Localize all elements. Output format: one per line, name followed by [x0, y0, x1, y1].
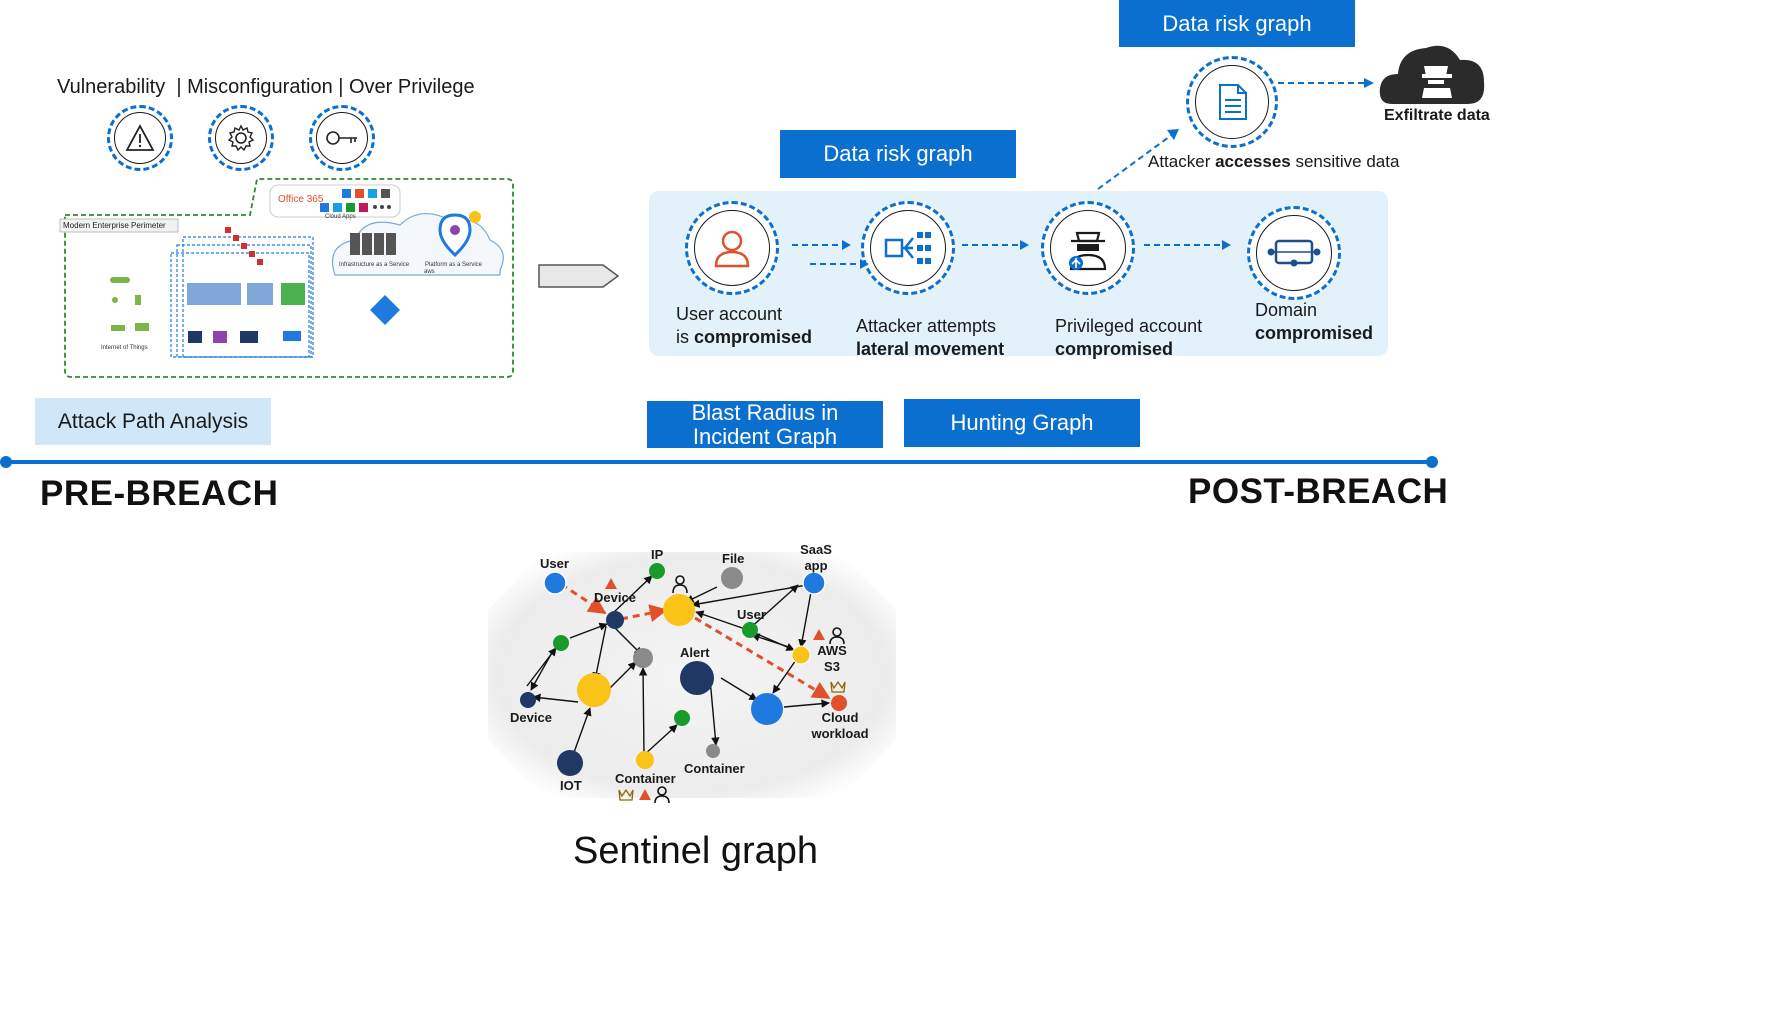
graph-label-device-top: Device	[594, 590, 636, 605]
graph-label-file: File	[722, 551, 745, 566]
attacker-access-text: Attacker accesses sensitive data	[1148, 152, 1399, 172]
step-1-line2-bold: compromised	[694, 327, 813, 347]
vulnerability-ring	[107, 105, 173, 171]
step-user-compromised-text: User account is compromised	[676, 303, 812, 349]
graph-label-user2: User	[737, 607, 766, 622]
lateral-movement-icon	[884, 232, 931, 264]
user-icon	[714, 230, 750, 268]
access-arrow	[1097, 129, 1179, 190]
lateral-movement-ring	[861, 201, 955, 295]
sentinel-graph	[488, 552, 896, 804]
step-1-line1: User account	[676, 304, 783, 324]
iot-label: Internet of Things	[101, 345, 148, 351]
graph-label-user1: User	[540, 556, 569, 571]
graph-label-device-left: Device	[510, 710, 552, 725]
key-icon	[326, 131, 357, 145]
pre-breach-label: PRE-BREACH	[40, 474, 279, 513]
graph-label-saas: SaaS app	[800, 542, 832, 573]
attacker-access-bold: accesses	[1215, 152, 1291, 171]
step-4-line1: Domain	[1255, 300, 1318, 320]
domain-compromised-ring	[1247, 206, 1341, 300]
attack-path-analysis-label: Attack Path Analysis	[35, 398, 271, 445]
step-privileged-account-text: Privileged account compromised	[1055, 315, 1202, 361]
timeline	[0, 456, 1438, 468]
blast-radius-label: Blast Radius in Incident Graph	[647, 400, 883, 448]
document-icon	[1218, 83, 1247, 120]
graph-label-aws: AWS S3	[817, 643, 847, 674]
attacker-access-prefix: Attacker	[1148, 152, 1216, 171]
top-data-risk-graph-label: Data risk graph	[1119, 0, 1355, 47]
graph-label-iot: IOT	[560, 778, 582, 793]
step-2-line2-bold: lateral movement	[856, 339, 1005, 359]
step-1-line2-prefix: is	[676, 327, 694, 347]
warning-icon	[125, 124, 155, 151]
over-privilege-ring	[309, 105, 375, 171]
graph-label-container1: Container	[615, 771, 676, 786]
iaas-label: Infrastructure as a Service	[339, 262, 410, 268]
arrow-right-icon	[538, 264, 620, 288]
privileged-account-ring	[1041, 201, 1135, 295]
exfiltrate-label: Exfiltrate data	[1384, 107, 1490, 124]
step-2-line1: Attacker attempts	[856, 316, 997, 336]
mid-data-risk-graph-label: Data risk graph	[780, 130, 1016, 178]
graph-label-cloud: Cloud workload	[811, 710, 869, 741]
attacker-access-suffix: sensitive data	[1290, 152, 1400, 171]
domain-icon	[1267, 239, 1321, 267]
sentinel-graph-caption: Sentinel graph	[573, 830, 819, 872]
step-3-line1: Privileged account	[1055, 316, 1203, 336]
aws-label: aws	[424, 269, 435, 275]
hunting-graph-label: Hunting Graph	[904, 399, 1140, 447]
user-compromised-ring	[685, 201, 779, 295]
gear-icon	[227, 124, 255, 152]
misconfiguration-ring	[208, 105, 274, 171]
graph-label-container2: Container	[684, 761, 745, 776]
risk-labels: Vulnerability | Misconfiguration | Over …	[57, 76, 475, 98]
perimeter-title: Modern Enterprise Perimeter	[63, 221, 166, 230]
step-domain-compromised-text: Domain compromised	[1255, 299, 1373, 345]
graph-label-alert: Alert	[680, 645, 710, 660]
step-4-line2-bold: compromised	[1255, 323, 1374, 343]
graph-label-ip: IP	[651, 547, 664, 562]
post-breach-label: POST-BREACH	[1188, 472, 1449, 511]
step-arrows	[792, 240, 1231, 269]
cloud-hacker-icon	[1379, 45, 1485, 104]
hacker-icon	[1069, 231, 1107, 271]
step-lateral-movement-text: Attacker attempts lateral movement	[856, 315, 1004, 361]
exfiltrate-arrow	[1278, 78, 1374, 88]
enterprise-perimeter-illustration	[59, 178, 514, 378]
step-3-line2-bold: compromised	[1055, 339, 1174, 359]
cloud-apps-label: Cloud Apps	[325, 214, 356, 220]
sensitive-data-ring	[1186, 56, 1278, 148]
office365-label: Office 365	[278, 194, 324, 205]
paas-label: Platform as a Service	[425, 262, 483, 268]
